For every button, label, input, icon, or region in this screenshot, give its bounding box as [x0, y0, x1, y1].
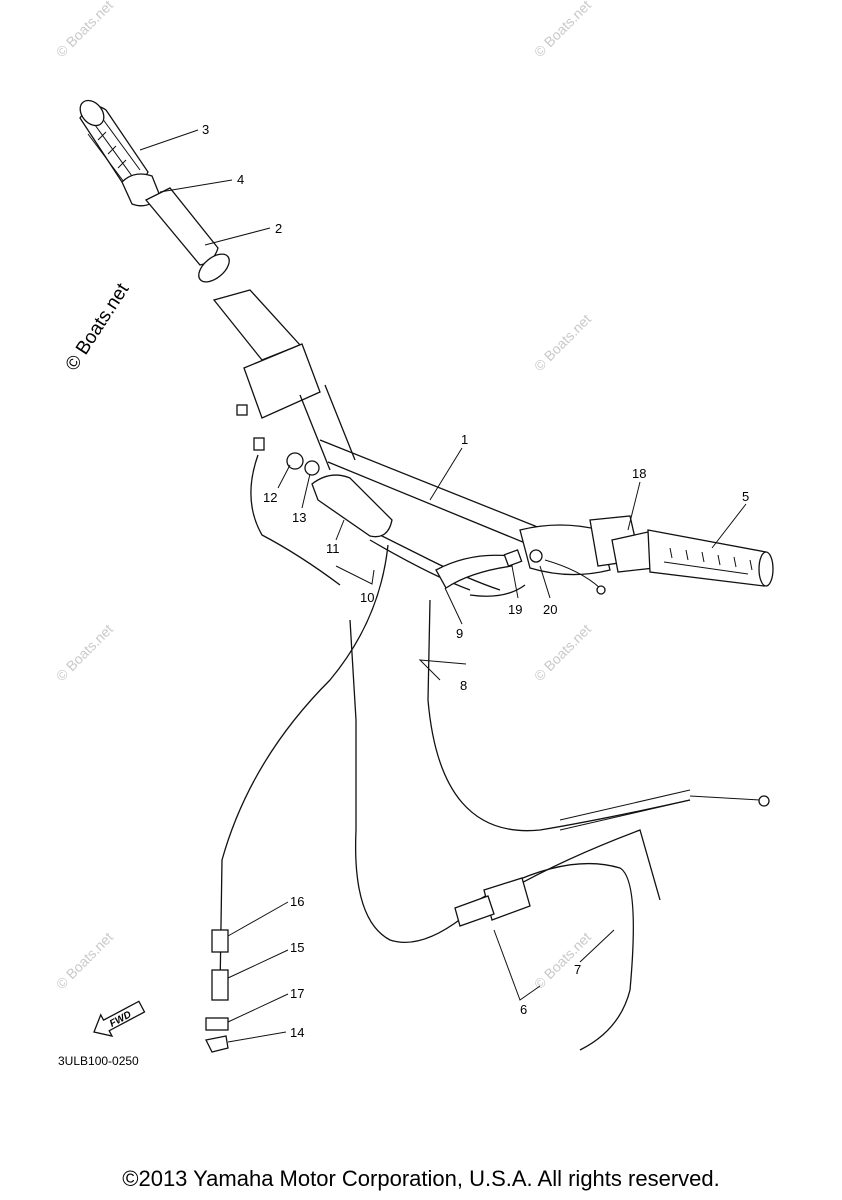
handlebar-clamp — [243, 343, 321, 419]
callout-14: 14 — [290, 1025, 304, 1040]
faint-watermark: © Boats.net — [531, 929, 594, 992]
cables — [219, 454, 770, 1051]
leader-10 — [335, 565, 375, 585]
right-grip-assembly — [611, 529, 774, 587]
right-grip-pattern — [663, 547, 753, 575]
brake-cable-end — [689, 795, 761, 801]
callouts: 3 4 2 1 18 5 12 13 11 10 19 20 9 8 16 15… — [202, 122, 749, 1040]
leader-15 — [227, 949, 289, 979]
callout-11: 11 — [326, 541, 340, 556]
adjuster-parts — [205, 929, 229, 1053]
handlebar-curve — [469, 584, 526, 597]
left-grip-assembly — [79, 99, 230, 283]
handlebar-upper-tube — [299, 384, 356, 471]
leader-16 — [227, 901, 289, 937]
callout-1: 1 — [461, 432, 468, 447]
cable-end-fitting — [758, 795, 770, 807]
callout-7: 7 — [574, 962, 581, 977]
callout-13: 13 — [292, 510, 306, 525]
grip-pattern — [87, 117, 141, 183]
fwd-arrow: FWD — [93, 1000, 146, 1037]
right-grip-end-cap — [758, 551, 774, 587]
leader-2 — [204, 227, 271, 246]
spring-sheath — [559, 789, 691, 831]
choke-cable — [219, 544, 389, 991]
handlebar — [212, 289, 641, 597]
throttle-cable-left — [250, 454, 341, 586]
leader-1 — [429, 447, 463, 501]
leader-20 — [539, 565, 551, 599]
throttle-cable-main — [349, 619, 463, 943]
bolt-head — [236, 404, 248, 416]
nut-12 — [286, 452, 304, 470]
callout-8: 8 — [460, 678, 467, 693]
callout-19: 19 — [508, 602, 522, 617]
callout-16: 16 — [290, 894, 304, 909]
callout-10: 10 — [360, 590, 374, 605]
leader-5 — [711, 503, 747, 549]
faint-watermark: © Boats.net — [531, 621, 594, 684]
right-bar-hub — [519, 524, 611, 576]
adjuster-15 — [211, 969, 229, 1001]
leader-17 — [227, 993, 289, 1023]
faint-watermark: © Boats.net — [53, 621, 116, 684]
faint-watermark: © Boats.net — [53, 929, 116, 992]
callout-2: 2 — [275, 221, 282, 236]
leader-19 — [511, 565, 519, 599]
throttle-tube — [144, 187, 219, 266]
brake-cable — [427, 599, 691, 832]
nut-13 — [304, 460, 320, 476]
throttle-lever — [435, 554, 513, 589]
throttle-flange — [198, 253, 230, 283]
callout-9: 9 — [456, 626, 463, 641]
kill-switch-wire — [544, 559, 601, 589]
faint-watermark: © Boats.net — [53, 0, 116, 60]
wire-connector — [596, 585, 606, 595]
faint-watermark: © Boats.net — [531, 311, 594, 374]
main-watermark: © Boats.net — [62, 279, 134, 375]
leader-12 — [277, 464, 291, 489]
fwd-label: FWD — [108, 1009, 133, 1029]
adjuster-nut — [503, 549, 523, 567]
leader-8 — [418, 659, 467, 681]
callout-6: 6 — [520, 1002, 527, 1017]
choke-lever-assembly — [236, 404, 393, 538]
handlebar-crossbar — [319, 439, 541, 546]
callout-12: 12 — [263, 490, 277, 505]
cable-end-14 — [205, 1035, 229, 1053]
callout-5: 5 — [742, 489, 749, 504]
leader-3 — [139, 129, 199, 151]
junction-nipple — [454, 895, 495, 927]
leader-lines — [139, 129, 747, 1043]
adjuster-washer — [529, 549, 543, 563]
leader-11 — [335, 519, 345, 541]
lever-housing — [311, 474, 393, 538]
adjuster-16 — [211, 929, 229, 953]
callout-17: 17 — [290, 986, 304, 1001]
leader-18 — [627, 481, 641, 531]
leader-6 — [493, 929, 541, 1001]
right-grip — [647, 529, 767, 587]
right-grip-holder — [611, 531, 655, 573]
faint-watermark: © Boats.net — [531, 0, 594, 60]
sleeve-17 — [205, 1017, 229, 1031]
callout-20: 20 — [543, 602, 557, 617]
callout-3: 3 — [202, 122, 209, 137]
leader-7 — [579, 929, 615, 963]
fwd-arrow-icon — [93, 1000, 146, 1037]
leader-9 — [444, 587, 463, 625]
callout-4: 4 — [237, 172, 244, 187]
leader-13 — [301, 473, 311, 509]
cable-junction — [454, 877, 531, 927]
callout-15: 15 — [290, 940, 304, 955]
throttle-lever-assembly — [435, 549, 606, 595]
copyright-notice: ©2013 Yamaha Motor Corporation, U.S.A. A… — [122, 1166, 720, 1191]
callout-18: 18 — [632, 466, 646, 481]
grip-end-cap — [79, 99, 105, 127]
leader-4 — [159, 179, 233, 193]
leader-14 — [227, 1031, 287, 1043]
diagram-code: 3ULB100-0250 — [58, 1054, 139, 1068]
spacer — [253, 437, 265, 451]
